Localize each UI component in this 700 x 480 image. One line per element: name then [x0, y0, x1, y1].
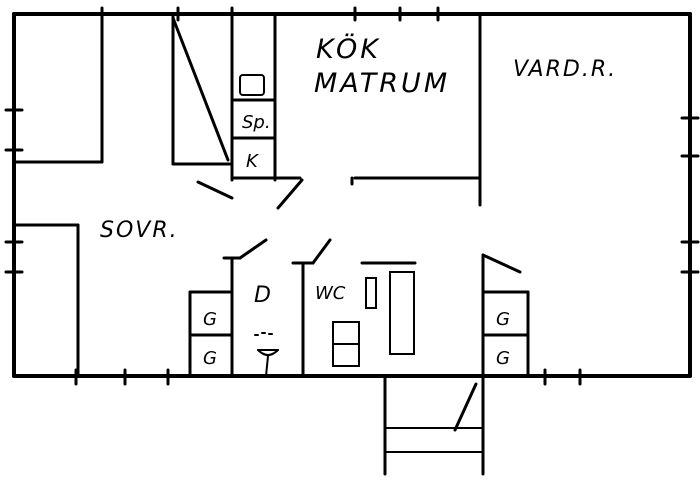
room-label-bedroom: SOVR.	[100, 218, 179, 243]
room-label-shower: D	[254, 283, 273, 308]
room-label-kitchen: KÖK	[316, 33, 381, 65]
entrance-steps	[383, 374, 485, 476]
wardrobe-label: G	[496, 348, 510, 369]
room-label-dining: MATRUM	[314, 68, 450, 99]
interior-walls	[12, 12, 530, 378]
doors	[196, 176, 522, 432]
wardrobe-label: G	[203, 309, 217, 330]
wc-fixtures	[332, 271, 415, 367]
wardrobe-label: G	[203, 348, 217, 369]
shower-head-icon	[254, 332, 279, 377]
stove	[239, 74, 265, 96]
room-label-living: VARD.R.	[513, 57, 617, 82]
wardrobe-label: G	[496, 309, 510, 330]
sink-label: Sp.	[242, 112, 271, 133]
fridge-label: K	[246, 151, 259, 172]
outer-walls	[12, 12, 692, 378]
window-marks	[4, 6, 700, 386]
room-label-toilet: WC	[315, 283, 346, 304]
